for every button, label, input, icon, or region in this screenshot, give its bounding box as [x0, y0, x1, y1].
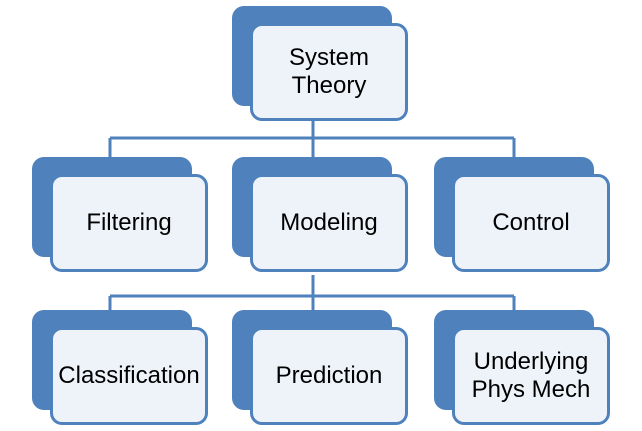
node-label: Modeling [280, 209, 378, 236]
node-box: Prediction [250, 327, 408, 425]
node-label: Classification [58, 362, 200, 389]
node-label: System Theory [288, 44, 369, 99]
node-box: System Theory [250, 23, 408, 121]
node-box: Modeling [250, 174, 408, 272]
node-label: Underlying Phys Mech [471, 348, 591, 403]
node-label: Filtering [86, 209, 172, 236]
node-box: Classification [50, 327, 208, 425]
node-box: Control [452, 174, 610, 272]
node-box: Filtering [50, 174, 208, 272]
node-label: Control [492, 209, 570, 236]
node-label: Prediction [275, 362, 383, 389]
node-box: Underlying Phys Mech [452, 327, 610, 425]
